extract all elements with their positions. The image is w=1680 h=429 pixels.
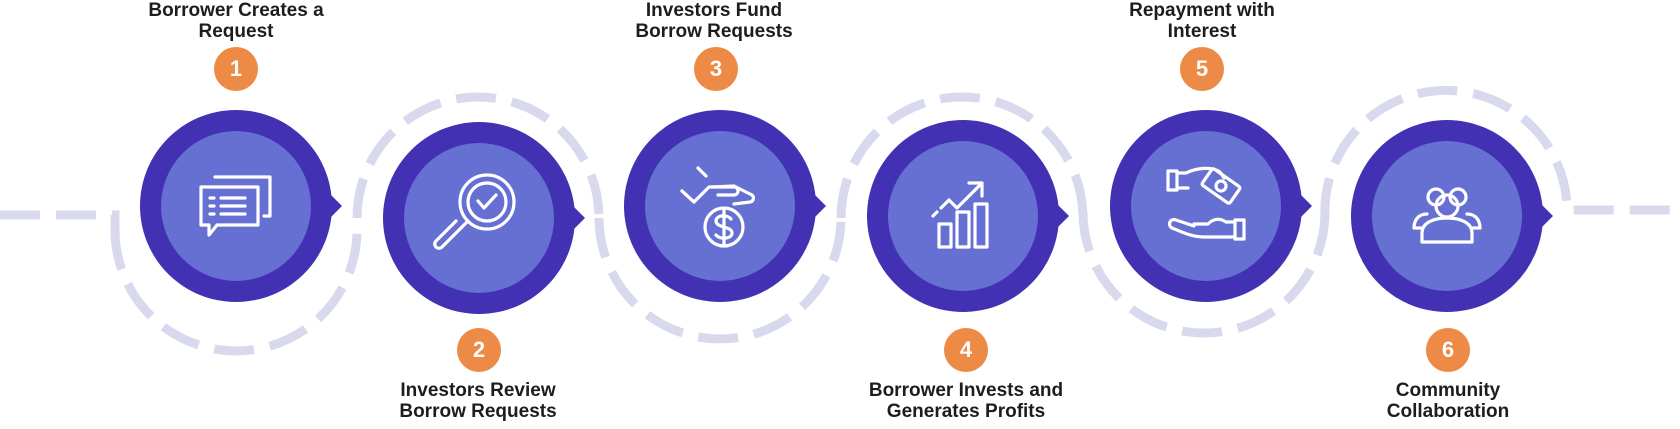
node-inner-disc [888,141,1038,291]
step-node-2 [383,122,585,314]
step-title-line: Community [1395,380,1501,401]
track-arc-6 [1320,85,1680,219]
track-arc-3 [594,217,846,344]
step-title-line: Investors Review [400,380,556,401]
step-number-badge-2: 2 [457,328,501,372]
hand-dollar-coin-icon [680,166,755,248]
step-title-line: Borrow Requests [399,401,557,422]
step-title-2: Investors Review Borrow Requests [358,380,598,422]
step-node-1 [140,110,342,302]
step-title-line: Generates Profits [886,401,1046,422]
step-title-line: Borrower Creates a [148,0,324,21]
magnifier-check-icon [433,173,516,250]
step-node-3 [624,110,826,302]
track-arc-2 [352,92,604,219]
step-number-badge-4: 4 [944,328,988,372]
step-title-line: Interest [1167,21,1237,42]
step-node-5 [1110,110,1312,302]
step-title-line: Borrower Invests and [868,380,1064,401]
step-node-4 [867,120,1069,312]
bar-chart-growth-icon [931,181,989,249]
node-inner-disc [1131,131,1281,281]
step-number-badge-5: 5 [1180,47,1224,91]
hands-money-exchange-icon [1166,166,1246,241]
track-left-tail [0,210,120,230]
step-title-1: Borrower Creates a Request [116,0,356,42]
track-arc-1 [110,229,362,356]
track-arc-5 [1078,211,1330,338]
step-title-3: Investors Fund Borrow Requests [594,0,834,42]
step-title-5: Repayment with Interest [1082,0,1322,42]
step-title-line: Collaboration [1386,401,1510,422]
step-title-line: Borrow Requests [635,21,793,42]
step-number-badge-3: 3 [694,47,738,91]
track-arc-4 [836,92,1088,219]
step-title-4: Borrower Invests and Generates Profits [846,380,1086,422]
step-number-badge-1: 1 [214,47,258,91]
step-title-6: Community Collaboration [1328,380,1568,422]
step-number-badge-6: 6 [1426,328,1470,372]
step-title-line: Request [198,21,274,42]
dashed-track [0,85,1680,356]
community-group-icon [1412,187,1482,244]
step-title-line: Investors Fund [645,0,783,21]
chat-bubbles-icon [199,175,272,237]
step-title-line: Repayment with [1129,0,1275,21]
node-inner-disc [645,131,795,281]
step-node-6 [1351,120,1553,312]
